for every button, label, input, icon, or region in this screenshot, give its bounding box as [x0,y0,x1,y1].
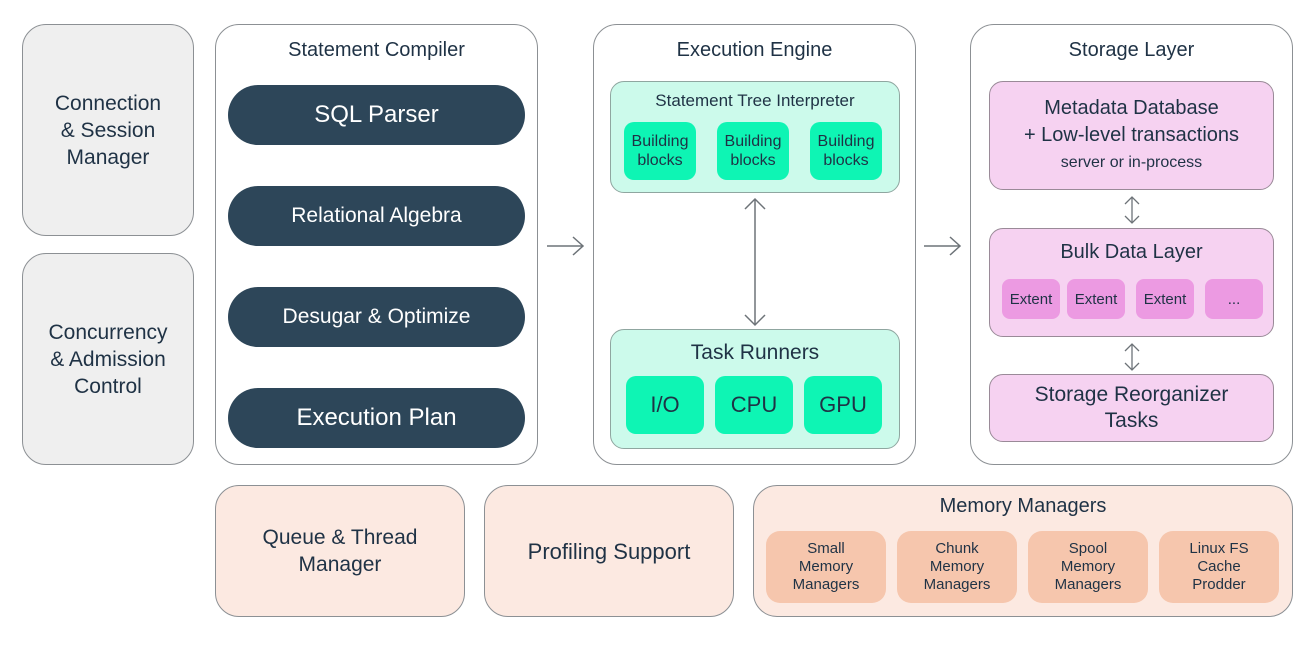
runner-io: I/O [626,376,704,434]
bidirectional-arrow-icon [1124,196,1140,224]
storage-reorganizer-tasks: Storage Reorganizer Tasks [989,374,1274,442]
metadata-line1: Metadata Database [1044,97,1219,119]
label-line: Manager [298,553,382,576]
metadata-line2: + Low-level transactions [1023,124,1240,146]
extent: Extent [1002,279,1060,319]
label-line: Concurrency [48,320,168,344]
execution-engine-title: Execution Engine [676,39,833,61]
profiling-support: Profiling Support [484,485,734,617]
label-line: Manager [66,145,150,169]
statement-compiler-title: Statement Compiler [288,39,465,61]
reorganizer-line2: Tasks [1104,409,1159,432]
metadata-database: Metadata Database + Low-level transactio… [989,81,1274,190]
right-arrow-icon [547,236,585,256]
bulk-data-layer: Bulk Data Layer Extent Extent Extent ... [989,228,1274,337]
label-line: Queue & Thread [262,526,418,549]
connection-session-manager: Connection & Session Manager [22,24,194,236]
bidirectional-arrow-icon [744,197,766,327]
stage-sql-parser: SQL Parser [228,85,525,145]
task-runners-title: Task Runners [690,341,820,364]
profiling-support-label: Profiling Support [527,538,691,564]
building-block: Building blocks [717,122,789,180]
queue-thread-manager: Queue & Thread Manager [215,485,465,617]
extent: Extent [1067,279,1125,319]
extent-more: ... [1205,279,1263,319]
runner-gpu: GPU [804,376,882,434]
stage-execution-plan: Execution Plan [228,388,525,448]
right-arrow-icon [924,236,962,256]
statement-tree-interpreter: Statement Tree Interpreter Building bloc… [610,81,900,193]
stage-relational-algebra: Relational Algebra [228,186,525,246]
stage-desugar-optimize: Desugar & Optimize [228,287,525,347]
storage-layer: Storage Layer Metadata Database + Low-le… [970,24,1293,465]
reorganizer-line1: Storage Reorganizer [1034,383,1229,406]
building-block: Building blocks [810,122,882,180]
label-line: & Admission [50,347,166,371]
task-runners: Task Runners I/O CPU GPU [610,329,900,449]
label-line: & Session [60,118,156,142]
storage-layer-title: Storage Layer [1068,39,1195,61]
extent: Extent [1136,279,1194,319]
label-line: Control [74,374,142,398]
memory-managers-title: Memory Managers [939,495,1107,517]
runner-cpu: CPU [715,376,793,434]
bulk-data-layer-title: Bulk Data Layer [1060,241,1203,263]
label-line: Connection [54,91,162,115]
building-block: Building blocks [624,122,696,180]
bidirectional-arrow-icon [1124,343,1140,371]
concurrency-admission-control: Concurrency & Admission Control [22,253,194,465]
statement-compiler: Statement Compiler SQL Parser Relational… [215,24,538,465]
metadata-line3: server or in-process [1060,154,1203,171]
interpreter-title: Statement Tree Interpreter [655,91,855,110]
execution-engine: Execution Engine Statement Tree Interpre… [593,24,916,465]
